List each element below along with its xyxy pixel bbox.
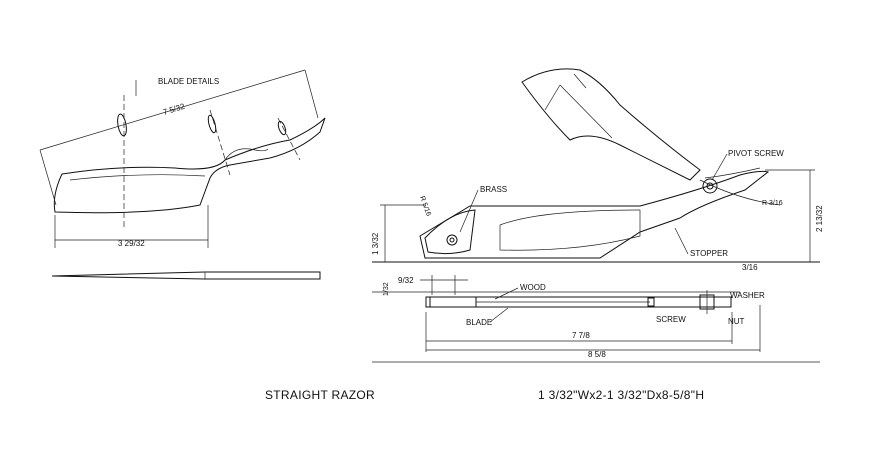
- screw-label: SCREW: [656, 315, 686, 324]
- right-height-dim: 2 13/32: [815, 205, 824, 232]
- side-height-dim: 1 3/32: [371, 232, 380, 255]
- wood-label: WOOD: [520, 283, 546, 292]
- brass-radius-dim: R 5/16: [418, 195, 432, 217]
- stop-offset-dim: 3/16: [742, 263, 758, 272]
- dimension-spec: 1 3/32"Wx2-1 3/32"Dx8-5/8"H: [538, 388, 705, 402]
- blade-details-view: 7 5/32 BLADE DETAILS 3 29/32: [39, 69, 326, 280]
- blade-length-dim: 3 29/32: [118, 239, 145, 248]
- drawing-title: STRAIGHT RAZOR: [265, 388, 375, 402]
- stopper-label: STOPPER: [690, 249, 728, 258]
- blade-angle-dim: 7 5/32: [162, 102, 186, 117]
- washer-label: WASHER: [730, 291, 765, 300]
- edge-offset-dim: 9/32: [398, 276, 414, 285]
- handle-length-dim: 7 7/8: [572, 331, 590, 340]
- blade-label: BLADE: [466, 318, 492, 327]
- thickness-dim: 1/32: [383, 282, 390, 296]
- overall-length-dim: 8 5/8: [588, 350, 606, 359]
- pivot-screw-label: PIVOT SCREW: [728, 149, 784, 158]
- blade-details-label: BLADE DETAILS: [158, 77, 219, 86]
- nut-label: NUT: [728, 317, 745, 326]
- brass-label: BRASS: [480, 185, 507, 194]
- assembly-view: BRASS PIVOT SCREW R 5/16 R 3/16 1 3/32 2…: [371, 68, 824, 363]
- pivot-radius-dim: R 3/16: [762, 200, 783, 207]
